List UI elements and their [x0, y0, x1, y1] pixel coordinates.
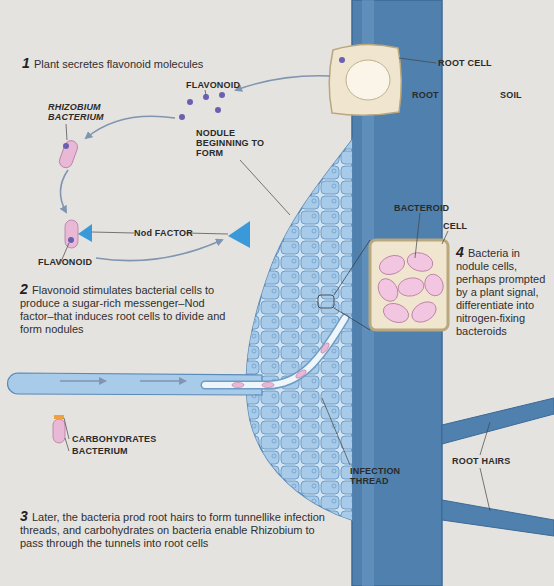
callout-number: 1 [22, 57, 30, 70]
part-label: SOIL [500, 90, 522, 100]
nod-factor [228, 221, 250, 248]
rhizobium-bacterium [65, 220, 78, 248]
step-text: Plant secretes flavonoid molecules [22, 58, 342, 71]
part-label: CARBOHYDRATES [72, 434, 156, 444]
bacterium [53, 419, 65, 443]
part-label: ROOT [412, 90, 439, 100]
callout-number: 2 [20, 283, 28, 296]
bacterium [262, 382, 274, 387]
nucleus [346, 60, 390, 100]
step-text: Later, the bacteria prod root hairs to f… [20, 511, 330, 550]
part-label: ROOT CELL [438, 58, 492, 68]
flow-arrow [236, 76, 330, 90]
part-label: RHIZOBIUM BACTERIUM [48, 102, 118, 122]
nod-factor [78, 224, 92, 242]
infection-thread [205, 318, 345, 385]
bacterium [232, 382, 244, 387]
flow-arrow [60, 170, 68, 212]
step-text: Flavonoid stimulates bacterial cells to … [20, 284, 235, 336]
bacterium [295, 368, 308, 379]
bacterium [319, 342, 330, 355]
callout-number: 4 [456, 246, 464, 259]
bacteroids [374, 250, 446, 326]
zoom-source [318, 295, 334, 308]
infection-thread-wall [205, 318, 345, 385]
part-label: FLAVONOID [186, 80, 240, 90]
zoom-line [334, 308, 370, 330]
part-label: BACTEROID [394, 203, 449, 213]
part-label: Nod FACTOR [134, 228, 193, 238]
root-cell [329, 44, 401, 115]
flow-arrow [140, 380, 185, 382]
part-label: FLAVONOID [38, 257, 92, 267]
root-hair [442, 398, 554, 444]
flow-arrow [96, 240, 222, 261]
root-hair [442, 500, 554, 536]
part-label: ROOT HAIRS [452, 456, 511, 466]
part-label: NODULE BEGINNING TO FORM [196, 128, 266, 158]
flavonoid-molecule [63, 143, 69, 149]
bacteroid-cell [370, 240, 448, 330]
zoom-line [334, 240, 370, 295]
rhizobium-bacterium [58, 139, 80, 170]
flow-arrow [60, 380, 105, 382]
callout-number: 3 [20, 510, 28, 523]
carbohydrates [54, 415, 64, 419]
flavonoid-molecules [179, 57, 345, 120]
flavonoid-molecule [68, 237, 74, 243]
part-label: INFECTION THREAD [350, 466, 410, 486]
step-text: Bacteria in nodule cells, perhaps prompt… [456, 247, 552, 338]
part-label: BACTERIUM [72, 446, 128, 456]
part-label: CELL [443, 221, 467, 231]
